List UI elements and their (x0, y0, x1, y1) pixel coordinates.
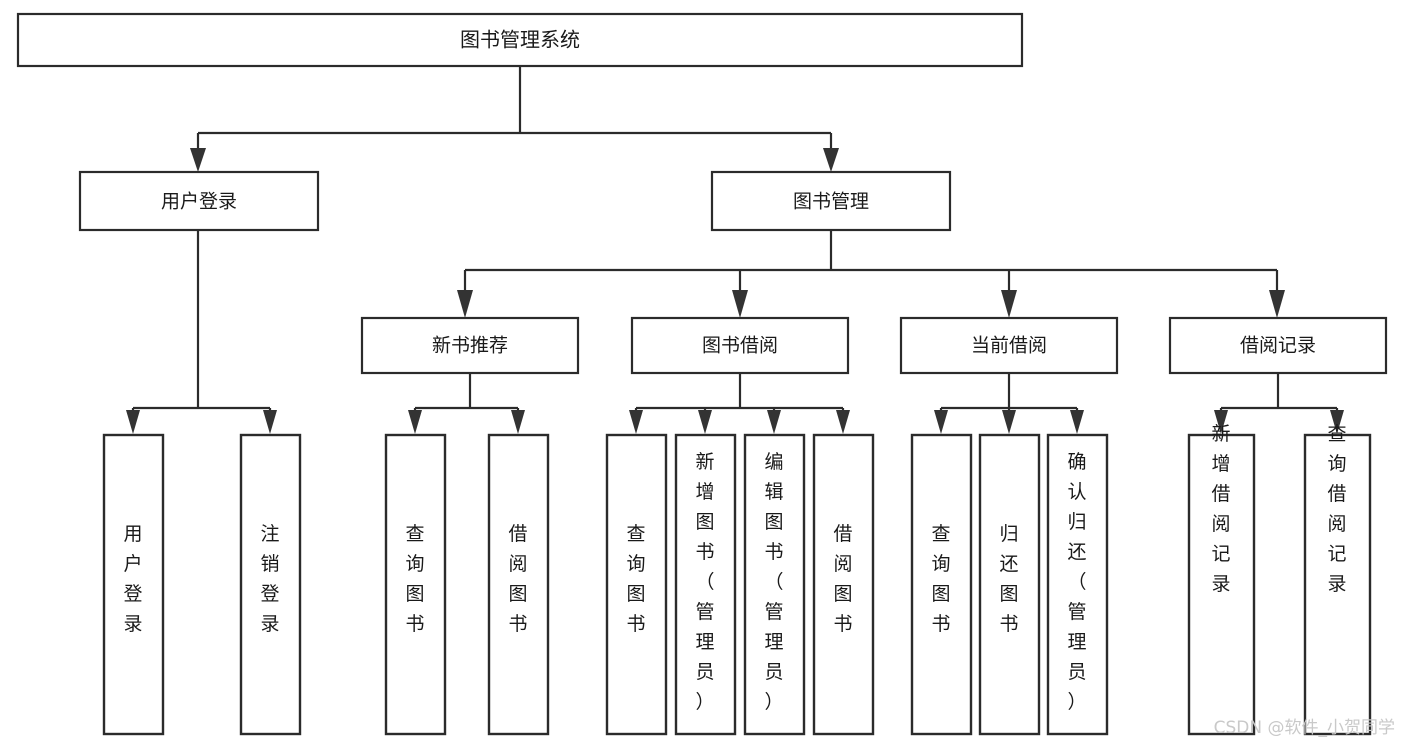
arrowhead-bookborrow-leaf-2 (767, 410, 781, 434)
node-root-box[interactable] (16, 12, 1024, 68)
arrowhead-currentborrow-leaf-1 (1002, 410, 1016, 434)
node-root-label: 图书管理系统 (460, 28, 580, 52)
arrowhead-bookborrow-leaf-1 (698, 410, 712, 434)
leaf-book-borrow-1[interactable]: 新增图书（管理员） (674, 433, 737, 736)
leaf-user-login-0-box[interactable] (102, 433, 165, 736)
leaf-new-book-1-box[interactable] (487, 433, 550, 736)
connector-group-root (190, 66, 839, 172)
node-book-management[interactable]: 图书管理 (710, 170, 952, 232)
leaf-current-borrow-2[interactable]: 确认归还（管理员） (1046, 433, 1109, 736)
arrowhead-root-to-bookmgmt (823, 148, 839, 172)
leaf-user-login-0-label: 用户登录 (123, 523, 142, 635)
connector-group-bookborrow (629, 373, 850, 434)
leaf-book-borrow-3[interactable]: 借阅图书 (812, 433, 875, 736)
leaf-current-borrow-0[interactable]: 查询图书 (910, 433, 973, 736)
node-book-management-label: 图书管理 (793, 191, 869, 213)
connector-group-borrowrecord (1214, 373, 1344, 434)
node-user-login[interactable]: 用户登录 (78, 170, 320, 232)
arrowhead-borrowrecord-leaf-1 (1330, 410, 1344, 434)
leaf-book-borrow-2[interactable]: 编辑图书（管理员） (743, 433, 806, 736)
node-user-login-box[interactable] (78, 170, 320, 232)
node-current-borrow-label: 当前借阅 (971, 335, 1047, 357)
leaf-book-borrow-0-box[interactable] (605, 433, 668, 736)
connector-group-userlogin (126, 230, 277, 434)
leaf-book-borrow-3-box[interactable] (812, 433, 875, 736)
leaf-current-borrow-1-box[interactable] (978, 433, 1041, 736)
leaf-borrow-record-1[interactable]: 查询借阅记录 (1303, 423, 1372, 736)
arrowhead-bookborrow-leaf-0 (629, 410, 643, 434)
arrowhead-userlogin-leaf-0 (126, 410, 140, 434)
leaf-book-borrow-2-label: 编辑图书（管理员） (764, 451, 783, 713)
leaf-current-borrow-1-label: 归还图书 (999, 523, 1018, 635)
leaf-borrow-record-0-label: 新增借阅记录 (1211, 423, 1230, 595)
leaf-borrow-record-0-box[interactable] (1187, 433, 1256, 736)
leaf-borrow-record-1-box[interactable] (1303, 433, 1372, 736)
leaf-user-login-1-label: 注销登录 (260, 523, 279, 635)
node-borrow-record-label: 借阅记录 (1240, 335, 1316, 357)
node-new-book-recommend-box[interactable] (360, 316, 580, 375)
leaf-book-borrow-0[interactable]: 查询图书 (605, 433, 668, 736)
node-user-login-label: 用户登录 (161, 191, 237, 213)
leaf-current-borrow-0-box[interactable] (910, 433, 973, 736)
node-root[interactable]: 图书管理系统 (16, 12, 1024, 68)
leaf-book-borrow-2-box[interactable] (743, 433, 806, 736)
arrowhead-bookborrow-leaf-3 (836, 410, 850, 434)
leaf-book-borrow-1-box[interactable] (674, 433, 737, 736)
arrowhead-bookmgmt-child-3 (1269, 290, 1285, 318)
leaf-user-login-1-box[interactable] (239, 433, 302, 736)
leaf-book-borrow-0-label: 查询图书 (626, 523, 645, 635)
arrowhead-newbook-leaf-1 (511, 410, 525, 434)
node-book-management-box[interactable] (710, 170, 952, 232)
leaf-user-login-0[interactable]: 用户登录 (102, 433, 165, 736)
leaf-borrow-record-1-label: 查询借阅记录 (1327, 423, 1346, 595)
leaf-borrow-record-0[interactable]: 新增借阅记录 (1187, 423, 1256, 736)
node-new-book-recommend-label: 新书推荐 (432, 335, 508, 357)
leaf-new-book-0[interactable]: 查询图书 (384, 433, 447, 736)
leaf-current-borrow-1[interactable]: 归还图书 (978, 433, 1041, 736)
node-borrow-record[interactable]: 借阅记录 (1168, 316, 1388, 375)
leaf-current-borrow-2-label: 确认归还（管理员） (1067, 451, 1086, 713)
arrowhead-newbook-leaf-0 (408, 410, 422, 434)
connector-group-currentborrow (934, 373, 1084, 434)
leaf-new-book-0-label: 查询图书 (405, 523, 424, 635)
arrowhead-currentborrow-leaf-2 (1070, 410, 1084, 434)
node-book-borrow-box[interactable] (630, 316, 850, 375)
arrowhead-borrowrecord-leaf-0 (1214, 410, 1228, 434)
connector-group-newbook (408, 373, 525, 434)
arrowhead-currentborrow-leaf-0 (934, 410, 948, 434)
node-current-borrow[interactable]: 当前借阅 (899, 316, 1119, 375)
node-borrow-record-box[interactable] (1168, 316, 1388, 375)
leaf-current-borrow-0-label: 查询图书 (931, 523, 950, 635)
leaf-book-borrow-3-label: 借阅图书 (833, 523, 852, 635)
node-book-borrow-label: 图书借阅 (702, 335, 778, 357)
arrowhead-bookmgmt-child-2 (1001, 290, 1017, 318)
leaf-current-borrow-2-box[interactable] (1046, 433, 1109, 736)
leaf-new-book-1[interactable]: 借阅图书 (487, 433, 550, 736)
leaf-user-login-1[interactable]: 注销登录 (239, 433, 302, 736)
leaf-new-book-0-box[interactable] (384, 433, 447, 736)
node-new-book-recommend[interactable]: 新书推荐 (360, 316, 580, 375)
node-book-borrow[interactable]: 图书借阅 (630, 316, 850, 375)
node-current-borrow-box[interactable] (899, 316, 1119, 375)
arrowhead-bookmgmt-child-0 (457, 290, 473, 318)
arrowhead-bookmgmt-child-1 (732, 290, 748, 318)
leaf-new-book-1-label: 借阅图书 (508, 523, 527, 635)
arrowhead-userlogin-leaf-1 (263, 410, 277, 434)
arrowhead-root-to-userlogin (190, 148, 206, 172)
leaf-book-borrow-1-label: 新增图书（管理员） (695, 451, 714, 713)
watermark-label: CSDN @软件_小贺同学 (1214, 718, 1395, 738)
connector-group-bookmgmt (457, 230, 1285, 318)
